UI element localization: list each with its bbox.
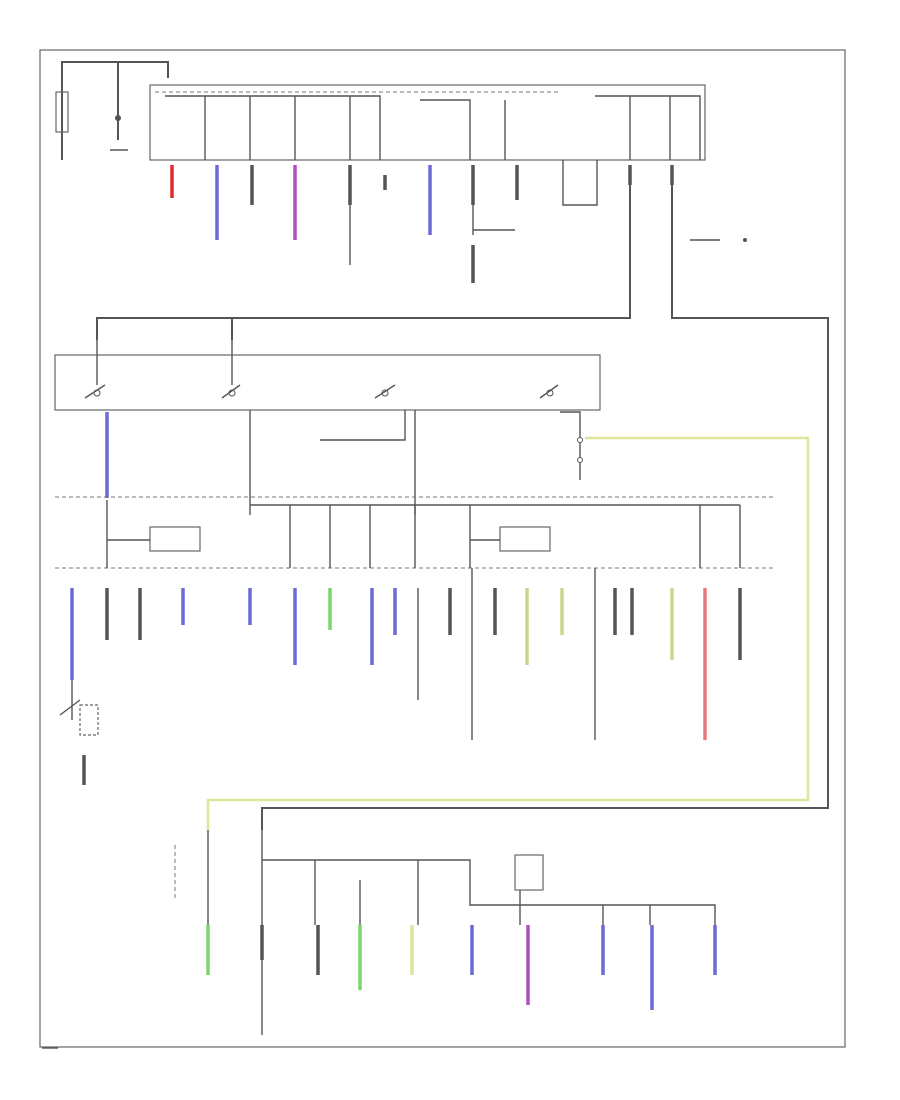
battery-section (55, 61, 169, 160)
fuse-block-top (149, 84, 706, 161)
diagram-frame (39, 49, 846, 1048)
ignition-switch (54, 340, 601, 411)
bottom-branches (206, 925, 717, 1010)
fuse-block-middle (55, 496, 775, 569)
top-fuse-branches (170, 160, 829, 830)
fuse-block-bottom (174, 830, 716, 1035)
middle-branches (70, 568, 742, 740)
ignition-outputs (105, 410, 810, 830)
lower-left-switch (59, 680, 99, 785)
ignition-feed-wire (96, 185, 631, 340)
